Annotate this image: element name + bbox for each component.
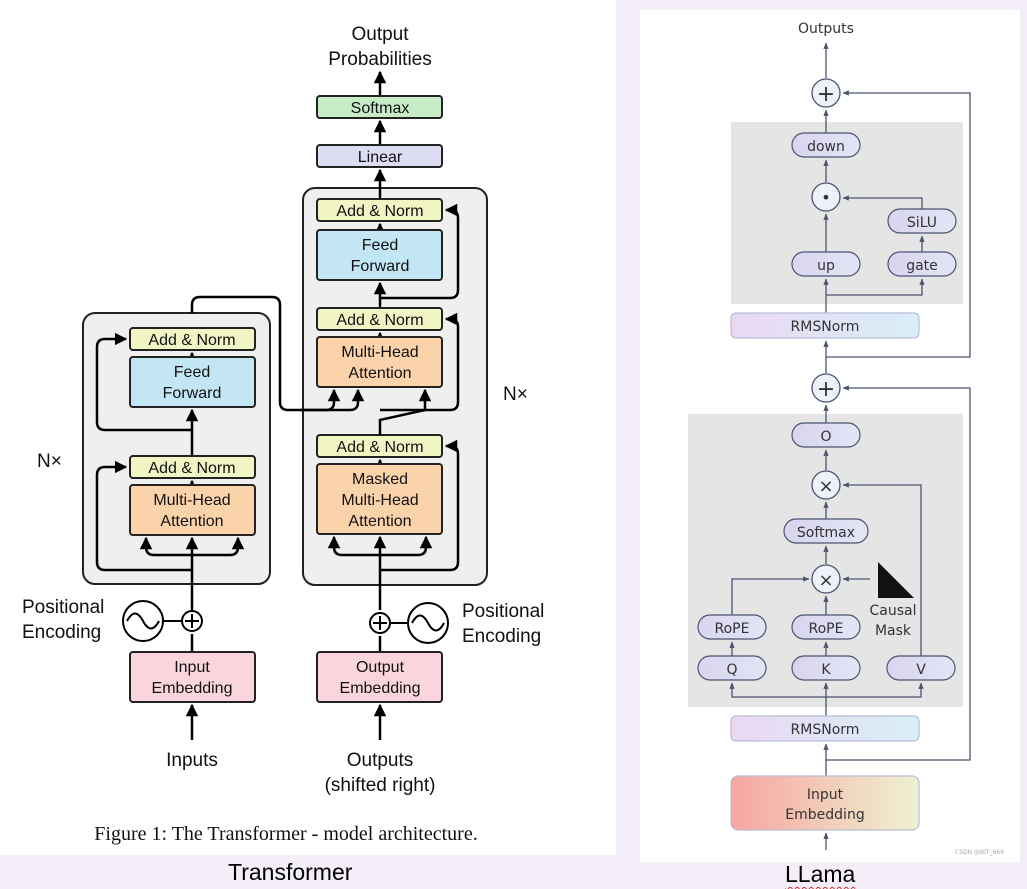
encoder-add-norm-top-label: Add & Norm — [148, 332, 235, 349]
encoder-attention — [129, 484, 256, 536]
encoder-feed-forward — [129, 356, 256, 408]
encoder-pe-line1: Positional — [22, 597, 104, 618]
outputs-shifted-line1: Outputs — [347, 750, 414, 771]
transformer-caption-label: Transformer — [228, 859, 353, 885]
decoder-ff-line1: Feed — [362, 237, 398, 254]
decoder-cross-attn-line2: Attention — [348, 365, 411, 382]
decoder-feed-forward — [316, 229, 443, 281]
decoder-cross-attn-line1: Multi-Head — [341, 344, 418, 361]
encoder-add-norm-bottom-label: Add & Norm — [148, 460, 235, 477]
llama-panel — [640, 10, 1020, 862]
llama-caption-label: LLama — [785, 861, 856, 887]
decoder-masked-attn-line2: Multi-Head — [341, 492, 418, 509]
outputs-shifted-line2: (shifted right) — [325, 775, 436, 796]
decoder-add-norm-top — [316, 198, 443, 222]
encoder-ff-line2: Forward — [163, 385, 222, 402]
softmax-box — [316, 95, 443, 119]
encoder-pe-line2: Encoding — [22, 622, 101, 643]
encoder-nx: N× — [37, 451, 62, 472]
input-embedding-box — [129, 651, 256, 703]
encoder-block — [82, 312, 271, 585]
decoder-masked-attention — [316, 463, 443, 535]
watermark: CSDN @BIT_666 — [955, 849, 1005, 856]
output-embedding-box — [316, 651, 443, 703]
transformer-diagram: Output Probabilities Softmax Linear Add … — [22, 24, 544, 845]
encoder-add-norm-bottom — [129, 455, 256, 479]
linear-box — [316, 144, 443, 168]
encoder-attn-line1: Multi-Head — [153, 492, 230, 509]
inputs-label: Inputs — [166, 750, 218, 771]
decoder-pe-line2: Encoding — [462, 626, 541, 647]
input-embedding-line2: Embedding — [152, 680, 233, 697]
output-embedding-line1: Output — [356, 659, 405, 676]
output-probabilities-line2: Probabilities — [328, 49, 432, 70]
decoder-masked-attn-line3: Attention — [348, 513, 411, 530]
decoder-ff-line2: Forward — [351, 258, 410, 275]
encoder-ff-line1: Feed — [174, 364, 210, 381]
decoder-add-norm-top-label: Add & Norm — [336, 203, 423, 220]
decoder-add-norm-mid — [316, 307, 443, 331]
figure-caption: Figure 1: The Transformer - model archit… — [94, 823, 477, 845]
decoder-pe-line1: Positional — [462, 601, 544, 622]
decoder-nx: N× — [503, 384, 528, 405]
decoder-add-norm-bottom-label: Add & Norm — [336, 439, 423, 456]
decoder-add-norm-mid-label: Add & Norm — [336, 312, 423, 329]
input-embedding-line1: Input — [174, 659, 210, 676]
decoder-masked-attn-line1: Masked — [352, 471, 408, 488]
output-embedding-line2: Embedding — [340, 680, 421, 697]
encoder-attn-line2: Attention — [160, 513, 223, 530]
output-probabilities-line1: Output — [351, 24, 409, 45]
decoder-cross-attention — [316, 336, 443, 388]
encoder-add-norm-top — [129, 327, 256, 351]
softmax-label: Softmax — [351, 100, 410, 117]
linear-label: Linear — [358, 149, 403, 166]
